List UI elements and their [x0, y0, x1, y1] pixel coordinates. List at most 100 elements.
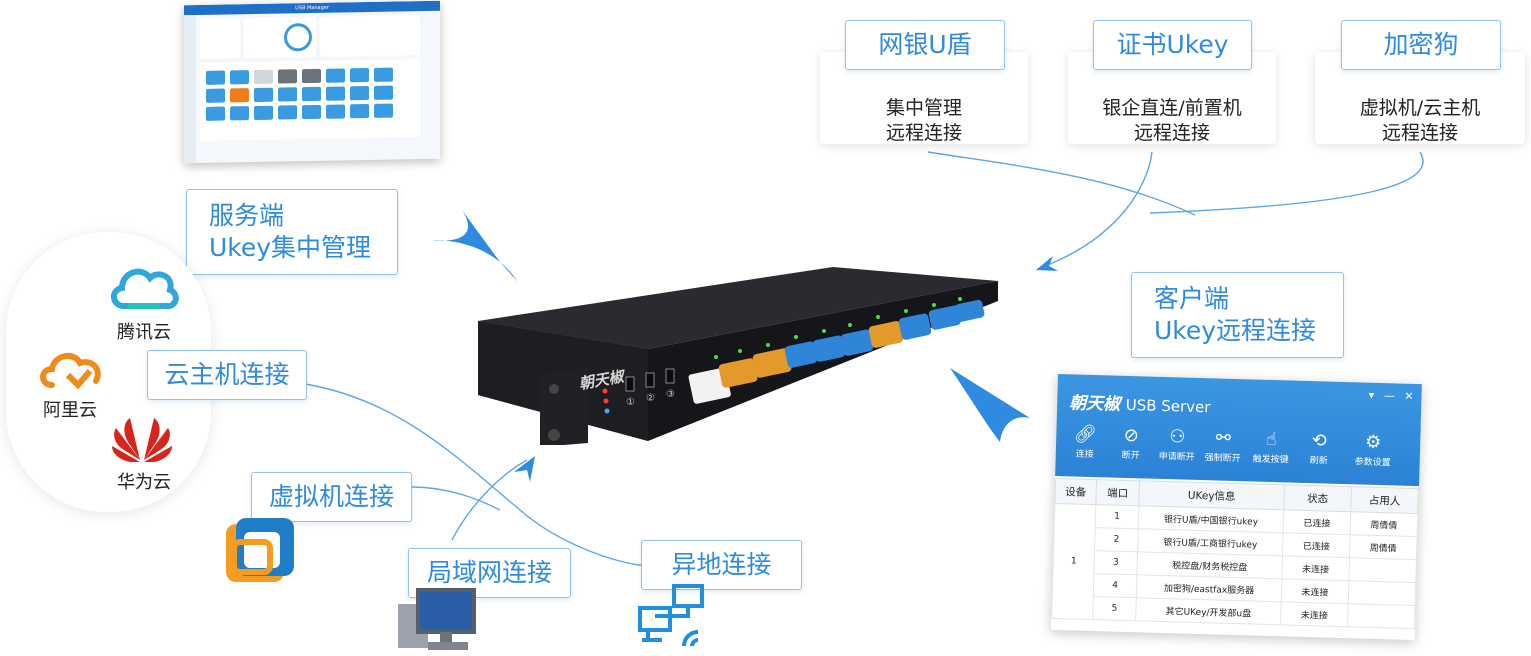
line-card2	[1039, 151, 1153, 269]
force-disconnect-button[interactable]: ⚯ 强制断开	[1200, 426, 1247, 464]
tag-text: 异地连接	[671, 550, 772, 579]
info-cell: 其它UKey/开发部u盘	[1135, 597, 1282, 625]
server-label-line1: 服务端	[209, 201, 285, 230]
client-label-line1: 客户端	[1154, 284, 1230, 313]
tencent-cloud-icon	[111, 268, 179, 310]
huawei-cloud-icon	[112, 418, 172, 462]
column-header: 设备	[1054, 478, 1097, 505]
usb-hub-device: 朝天椒 ① ② ③	[478, 267, 998, 445]
tool-label: 申请断开	[1158, 451, 1195, 463]
aliyun-label: 阿里云	[43, 400, 97, 421]
port-cell: 1	[1095, 504, 1139, 529]
cloud-host-connection-tag: 云主机连接	[147, 350, 307, 400]
user-cell	[1347, 603, 1416, 629]
card-line: 虚拟机/云主机	[1359, 97, 1481, 119]
huawei-cloud-label: 华为云	[117, 472, 171, 493]
tag-text: 云主机连接	[164, 360, 290, 389]
client-label-line2: Ukey远程连接	[1154, 316, 1317, 345]
request-icon: ⚇	[1168, 426, 1186, 448]
line-vm	[411, 486, 501, 511]
desktop-computer-icon	[398, 588, 476, 650]
card-line: 集中管理	[885, 97, 962, 119]
tag-text: 局域网连接	[426, 558, 552, 587]
usb-server-brand: 朝天椒	[1068, 393, 1121, 415]
column-header: 占用人	[1350, 486, 1419, 514]
usb-server-window: 朝天椒 USB Server ▾ — ✕ 🔗︎连接 ⊘ 断开 ⚇ 申请断开 ⚯ 强制断…	[1050, 374, 1422, 641]
line-cloud	[304, 383, 651, 567]
card-line: 远程连接	[1133, 122, 1210, 144]
usb-server-header: 朝天椒 USB Server ▾ — ✕ 🔗︎连接 ⊘ 断开 ⚇ 申请断开 ⚯ 强制断…	[1055, 374, 1422, 487]
tag-online-banking: 网银U盾	[845, 20, 1005, 70]
usb-keys	[688, 299, 985, 404]
port-cell: 3	[1093, 550, 1138, 575]
client-label: 客户端 Ukey远程连接	[1131, 272, 1344, 358]
settings-button[interactable]: ⚙ 参数设置	[1350, 430, 1397, 469]
arrow-lan-head	[514, 456, 535, 482]
unlink-icon: ⊘	[1123, 424, 1140, 447]
dashboard-panel	[200, 18, 240, 59]
vm-connection-tag: 虚拟机连接	[251, 472, 412, 522]
port-cell: 5	[1092, 596, 1137, 621]
device-cell: 1	[1051, 503, 1096, 620]
status-cell: 已连接	[1282, 532, 1351, 558]
user-cell	[1348, 557, 1417, 583]
dashboard-panel	[320, 15, 420, 57]
tag-text: 虚拟机连接	[268, 482, 394, 511]
restore-icon[interactable]: —	[1383, 389, 1395, 403]
remote-connection-tag: 异地连接	[641, 540, 802, 590]
disconnect-button[interactable]: ⊘ 断开	[1108, 423, 1155, 461]
arrow-server	[432, 210, 518, 282]
link-icon: 🔗︎	[1073, 423, 1098, 446]
port-label: ②	[646, 393, 655, 404]
user-cell	[1348, 580, 1416, 606]
touch-icon: ☝	[1265, 428, 1278, 451]
network-icon	[638, 584, 704, 647]
refresh-button[interactable]: ⟲ 刷新	[1296, 429, 1343, 467]
arrow-card-head	[1036, 256, 1058, 271]
tag-text: 证书Ukey	[1116, 30, 1229, 59]
trigger-key-button[interactable]: ☝ 触发按键	[1248, 427, 1295, 466]
tool-label: 参数设置	[1354, 457, 1391, 469]
force-icon: ⚯	[1215, 427, 1232, 449]
user-cell: 周倩倩	[1350, 511, 1418, 537]
server-label-line2: Ukey集中管理	[209, 233, 372, 262]
vmware-icon	[226, 518, 294, 582]
server-label: 服务端 Ukey集中管理	[186, 189, 398, 275]
tool-label: 断开	[1121, 450, 1140, 462]
column-header: 状态	[1283, 484, 1352, 512]
tool-label: 强制断开	[1204, 453, 1241, 465]
aliyun-icon	[40, 352, 101, 390]
tool-label: 刷新	[1309, 456, 1328, 467]
status-cell: 已连接	[1283, 509, 1351, 535]
status-cell: 未连接	[1280, 601, 1349, 627]
port-cell: 2	[1094, 527, 1139, 552]
status-cell: 未连接	[1281, 555, 1350, 581]
line-card1	[927, 151, 1196, 216]
arrow-client	[950, 368, 1030, 442]
usb-server-title: 朝天椒 USB Server	[1069, 388, 1211, 417]
user-cell: 周倩倩	[1349, 534, 1418, 560]
card-line: 远程连接	[1381, 122, 1458, 144]
ukey-table: 设备 端口 UKey信息 状态 占用人 1 1 银行U盾/中国银行ukey 已连…	[1051, 478, 1419, 629]
refresh-icon: ⟲	[1311, 430, 1328, 452]
port-label: ③	[666, 389, 675, 400]
dashboard-screenshot: USB Manager	[184, 0, 440, 164]
tencent-cloud-label: 腾讯云	[117, 322, 171, 343]
connect-button[interactable]: 🔗︎连接	[1062, 422, 1109, 460]
tag-certificate-ukey: 证书Ukey	[1093, 20, 1252, 70]
tool-label: 触发按键	[1252, 454, 1289, 466]
close-icon[interactable]: ✕	[1404, 389, 1414, 403]
line-card3	[1149, 151, 1424, 214]
line-lan	[451, 459, 528, 541]
minimize-icon[interactable]: ▾	[1368, 388, 1375, 402]
column-header: 端口	[1095, 479, 1140, 506]
tag-text: 加密狗	[1383, 30, 1459, 59]
dashboard-sidebar	[184, 15, 196, 164]
request-disconnect-button[interactable]: ⚇ 申请断开	[1154, 425, 1201, 463]
gear-icon: ⚙	[1364, 431, 1382, 454]
tag-text: 网银U盾	[878, 30, 972, 59]
port-cell: 4	[1093, 573, 1137, 598]
card-line: 银企直连/前置机	[1102, 97, 1242, 119]
card-line: 远程连接	[885, 122, 962, 144]
